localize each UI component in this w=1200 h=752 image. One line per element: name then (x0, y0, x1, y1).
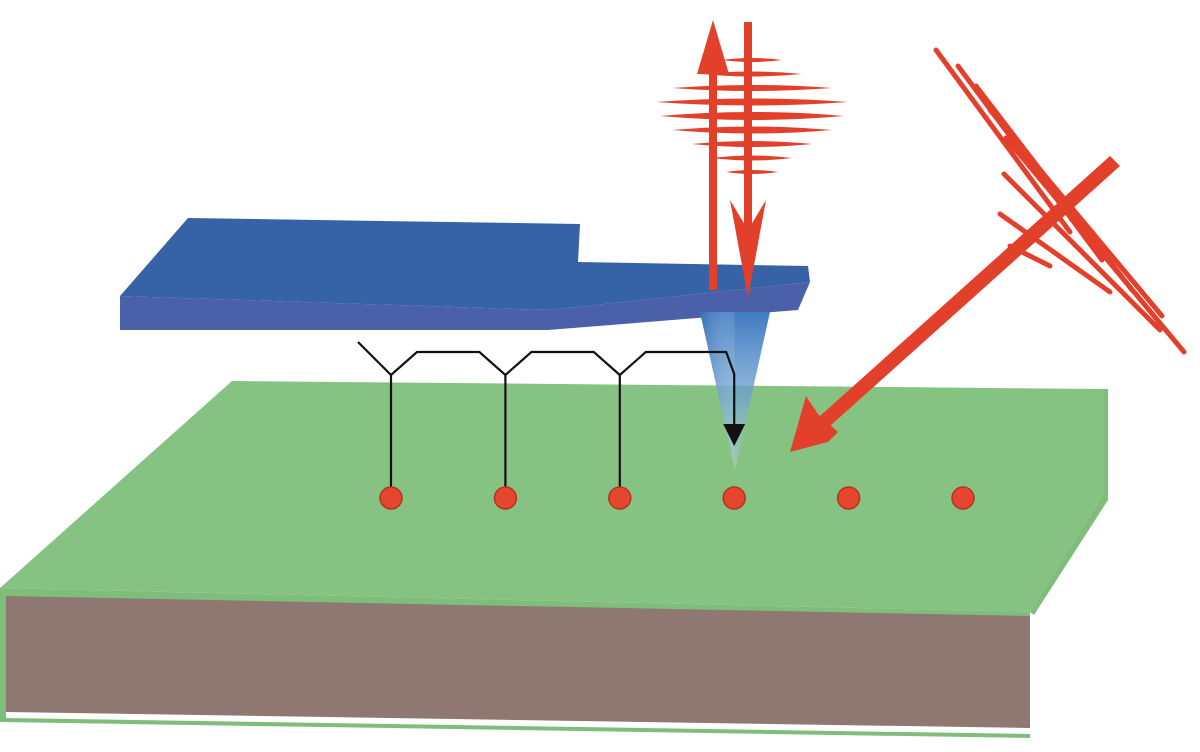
wave-crest (997, 211, 1113, 295)
sample-dot (608, 486, 632, 510)
sample-dots (379, 486, 975, 510)
arrow-up-icon (697, 20, 729, 74)
reflected-beam (697, 20, 729, 290)
substrate (0, 381, 1108, 738)
incoming-beam (730, 22, 766, 298)
cantilever (120, 218, 810, 330)
sample-dot (951, 486, 975, 510)
sample-dot (493, 486, 518, 510)
substrate-top-surface (0, 381, 1104, 612)
sample-dot (379, 486, 403, 510)
oblique-wave-packet (933, 47, 1187, 355)
oblique-laser-beam (790, 47, 1187, 452)
cantilever-arm-front (548, 282, 810, 330)
wave-crest (1003, 135, 1187, 355)
wave-crest (987, 107, 1165, 319)
wave-crest (933, 47, 1073, 235)
tip-trajectory (357, 341, 746, 487)
oblique-beam (790, 156, 1120, 452)
arrow-down-icon (730, 200, 766, 298)
trajectory-arrowhead (723, 424, 746, 446)
cantilever-base-front (120, 296, 548, 330)
wave-crest (1001, 171, 1163, 333)
vertical-laser-beams (656, 20, 848, 298)
substrate-front-rim (0, 588, 1030, 738)
arrow-diagonal-icon (790, 396, 838, 452)
substrate-front-face (6, 592, 1030, 728)
trajectory-line (357, 341, 736, 430)
cantilever-base-top (120, 218, 810, 310)
sample-dot (722, 486, 746, 510)
sample-dot (836, 486, 861, 510)
